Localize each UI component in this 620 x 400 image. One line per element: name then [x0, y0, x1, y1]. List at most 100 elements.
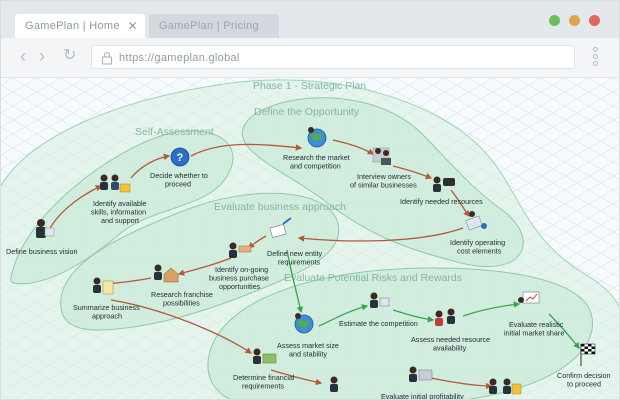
- node-label-line: proceed: [165, 180, 191, 189]
- node-label: Evaluate initial profitability: [381, 392, 464, 400]
- node-label-line: Identify on-going: [215, 265, 268, 274]
- node-label-line: Evaluate realistic: [509, 320, 564, 329]
- node-define-vision[interactable]: Define business vision: [6, 219, 78, 256]
- lock-icon: [101, 51, 113, 65]
- forward-arrow-icon[interactable]: ›: [39, 46, 45, 66]
- node-label-line: Confirm decision: [557, 371, 611, 380]
- tab-pricing[interactable]: GamePlan | Pricing: [149, 14, 279, 39]
- arrow-share-confirm: [548, 313, 580, 350]
- node-summarize[interactable]: Summarize business approach: [73, 277, 142, 321]
- node-initial-profitability[interactable]: Evaluate initial profitability: [330, 366, 464, 400]
- node-estimate-competition[interactable]: Estimate the competition: [339, 292, 418, 329]
- node-interview-owners[interactable]: Interview owners of similar businesses: [350, 147, 417, 190]
- reload-icon[interactable]: ↻: [63, 47, 77, 64]
- node-confirm[interactable]: Confirm decision to proceed: [557, 343, 613, 389]
- node-label-line: availability: [433, 344, 467, 353]
- node-next-partial[interactable]: [489, 378, 522, 395]
- node-label-line: initial market share: [504, 329, 564, 338]
- svg-text:Define new entity re: Define new entity requirements: [267, 249, 324, 267]
- svg-text:Identify on-going bu: Identify on-going business purchase oppo…: [209, 265, 271, 291]
- svg-text:?: ?: [177, 152, 184, 164]
- node-evaluate-share[interactable]: Evaluate realistic initial market share: [504, 291, 565, 338]
- browser-titlebar: GamePlan | Home ✕ GamePlan | Pricing: [1, 1, 619, 39]
- node-assess-market[interactable]: Assess market size and stability: [277, 313, 341, 359]
- svg-text:Confirm decision to: Confirm decision to proceed: [557, 371, 613, 389]
- node-identify-skills[interactable]: Identify available skills, information a…: [91, 174, 149, 226]
- flow-arrows: [48, 139, 580, 390]
- person-icon: [330, 376, 338, 392]
- arrow-assess-estimate: [318, 304, 369, 327]
- node-label-line: requirements: [242, 382, 284, 391]
- node-label-line: and stability: [289, 350, 327, 359]
- arrow-vision-skills: [48, 185, 103, 231]
- node-label-line: Determine financial: [233, 373, 295, 382]
- region-business-approach: [60, 192, 340, 331]
- node-new-entity[interactable]: Define new entity requirements: [267, 217, 324, 267]
- svg-text:Interview owners of: Interview owners of similar businesses: [350, 172, 417, 190]
- arrow-financial-profit: [270, 369, 323, 386]
- node-label-line: to proceed: [567, 380, 601, 389]
- svg-text:Define business vision: Define business vision: [6, 247, 78, 256]
- node-label-line: Research franchise: [151, 290, 213, 299]
- node-label-line: approach: [92, 312, 122, 321]
- node-label-line: Identify operating: [450, 238, 505, 247]
- svg-text:Research the market: Research the market and competition: [283, 153, 352, 171]
- menu-icon[interactable]: [591, 47, 599, 69]
- globe-icon: [294, 313, 314, 334]
- svg-text:Assess needed resource: Assess needed resource availability: [411, 335, 492, 353]
- node-label-line: Assess needed resource: [411, 335, 490, 344]
- svg-text:Identify operating c: Identify operating cost elements: [450, 238, 507, 256]
- node-label-line: Decide whether to: [150, 171, 208, 180]
- storefront-icon: [154, 264, 179, 283]
- back-arrow-icon[interactable]: ‹: [20, 46, 26, 66]
- minimize-button[interactable]: [569, 15, 580, 26]
- interview-icon: [372, 147, 391, 165]
- node-identify-resources[interactable]: Identify needed resources: [400, 176, 483, 207]
- node-label-line: business purchase: [209, 274, 269, 283]
- binoculars-icon: [433, 176, 455, 192]
- node-label: Define business vision: [6, 247, 78, 256]
- region-label-phase: Phase 1 - Strategic Plan: [253, 80, 366, 92]
- node-label-line: skills, information: [91, 208, 146, 217]
- svg-text:Assess market size a: Assess market size and stability: [277, 341, 341, 359]
- arrow-decide-research: [190, 143, 303, 157]
- node-label-line: Identify available: [93, 199, 147, 208]
- tab-home[interactable]: GamePlan | Home ✕: [15, 14, 145, 39]
- region-label-risks: Evaluate Potential Risks and Rewards: [284, 272, 462, 284]
- node-research-market[interactable]: Research the market and competition: [283, 127, 352, 171]
- node-research-franchise[interactable]: Research franchise possibilities: [151, 264, 215, 308]
- address-bar[interactable]: https://gameplan.global: [91, 45, 575, 69]
- document-icon: [269, 217, 292, 239]
- node-label-line: opportunities: [219, 282, 261, 291]
- tab-pricing-label: GamePlan | Pricing: [159, 20, 259, 32]
- close-window-button[interactable]: [589, 15, 600, 26]
- arrow-interview-resources: [392, 165, 433, 180]
- globe-icon: [307, 127, 327, 148]
- node-label: Estimate the competition: [339, 319, 418, 328]
- tab-home-label: GamePlan | Home: [25, 20, 120, 32]
- node-ongoing-purchase[interactable]: Identify on-going business purchase oppo…: [209, 242, 271, 292]
- question-icon: ?: [170, 147, 190, 167]
- arrow-research-interview: [332, 139, 375, 155]
- node-identify-costs[interactable]: Identify operating cost elements: [450, 211, 507, 256]
- team-icon: [100, 174, 131, 193]
- browser-toolbar: ‹ › ↻ https://gameplan.global: [1, 38, 619, 78]
- arrow-resources-costs: [450, 189, 470, 218]
- svg-text:Identify available s: Identify available skills, information a…: [91, 199, 149, 225]
- node-assess-resources[interactable]: Assess needed resource availability: [411, 308, 492, 353]
- svg-text:Determine financial: Determine financial requirements: [233, 373, 297, 391]
- svg-text:Evaluate realistic i: Evaluate realistic initial market share: [504, 320, 565, 338]
- process-diagram: Phase 1 - Strategic Plan Define the Oppo…: [1, 78, 619, 400]
- maximize-button[interactable]: [549, 15, 560, 26]
- node-decide[interactable]: ? Decide whether to proceed: [150, 147, 210, 189]
- close-icon[interactable]: ✕: [127, 19, 138, 33]
- region-label-self-assessment: Self-Assessment: [135, 126, 214, 138]
- checkered-flag-icon: [580, 343, 596, 366]
- page-content: Phase 1 - Strategic Plan Define the Oppo…: [1, 78, 619, 400]
- checklist-icon: [93, 277, 114, 295]
- arrow-estimate-resources: [392, 309, 435, 323]
- node-financial-requirements[interactable]: Determine financial requirements: [233, 348, 297, 391]
- arrow-ongoing-franchise: [177, 257, 232, 276]
- arrow-summarize-financial: [110, 299, 253, 354]
